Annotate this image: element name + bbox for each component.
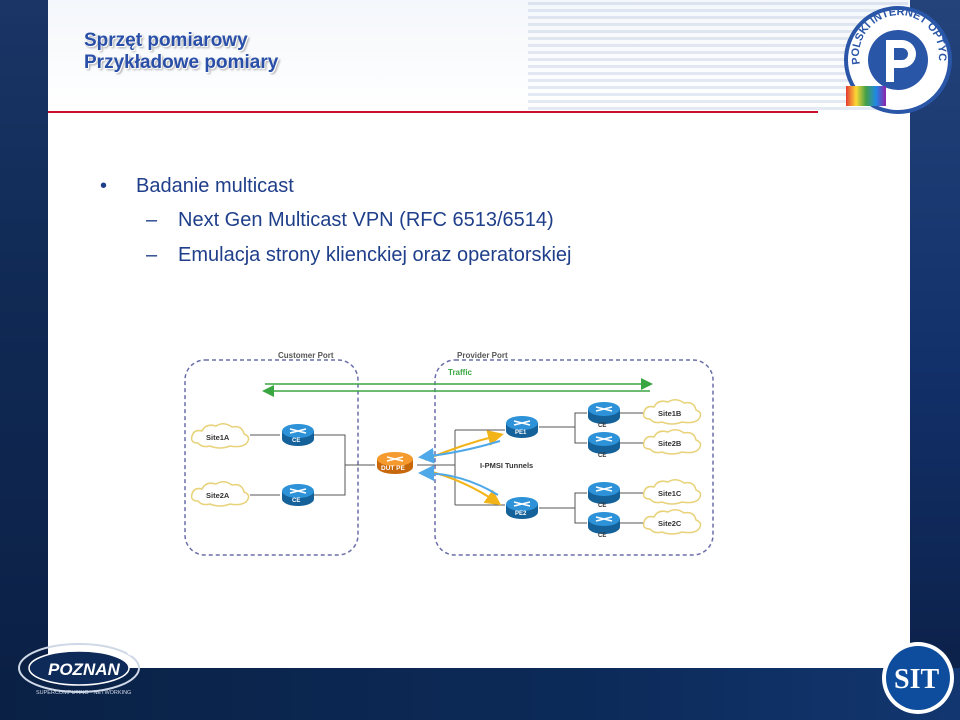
ce-label: CE [292, 498, 300, 504]
site2b-label: Site2B [658, 439, 682, 448]
dash-icon: – [146, 244, 158, 266]
pe2-label: PE2 [515, 511, 527, 517]
bullet-text: Badanie multicast [136, 175, 294, 197]
left-border-band [0, 0, 48, 720]
pe2-router: PE2 [505, 496, 539, 520]
poznan-logo-text: POZNAN [48, 660, 121, 679]
right-border-band [910, 0, 960, 720]
ce-label: CE [292, 438, 300, 444]
ce-label: CE [598, 533, 606, 539]
traffic-label: Traffic [448, 368, 473, 377]
tunnel-arrow-pe2-blue [418, 465, 499, 496]
bullet-dot-icon: • [100, 175, 108, 197]
ce-label: CE [598, 423, 606, 429]
poznan-logo: POZNAN SUPERCOMPUTING · NETWORKING [18, 643, 140, 696]
slide-canvas [48, 0, 910, 668]
connection-lines [250, 412, 652, 524]
sub-bullet-text: Emulacja strony klienckiej oraz operator… [178, 244, 572, 266]
site2a-cloud: Site2A [190, 480, 250, 507]
dash-icon: – [146, 209, 158, 231]
ce-label: CE [598, 453, 606, 459]
site2c-label: Site2C [658, 519, 682, 528]
ce-label: CE [598, 503, 606, 509]
pe1-router: PE1 [505, 415, 539, 439]
site1b-cloud: Site1B [642, 398, 702, 425]
site2a-label: Site2A [206, 491, 230, 500]
header-background [48, 0, 910, 112]
site1a-cloud: Site1A [190, 422, 250, 449]
slide-title: Sprzęt pomiarowy Przykładowe pomiary [84, 30, 278, 74]
site1c-label: Site1C [658, 489, 682, 498]
title-line-2: Przykładowe pomiary [84, 52, 279, 73]
footer-bar [0, 668, 960, 720]
sub-bullet-text: Next Gen Multicast VPN (RFC 6513/6514) [178, 209, 554, 231]
site2b-cloud: Site2B [642, 428, 702, 455]
ce-router-2a: CE [281, 483, 315, 507]
site1b-label: Site1B [658, 409, 682, 418]
provider-port-label: Provider Port [457, 351, 508, 360]
tunnel-label: I-PMSI Tunnels [480, 461, 533, 470]
dut-pe-router: DUT PE [376, 451, 414, 475]
ce-router-1b: CE [587, 401, 621, 429]
site2c-cloud: Site2C [642, 508, 702, 535]
tunnel-arrow-pe1-yellow [424, 430, 504, 461]
site1c-cloud: Site1C [642, 478, 702, 505]
ce-router-1c: CE [587, 481, 621, 509]
title-line-1: Sprzęt pomiarowy [84, 30, 248, 51]
poznan-logo-subtext: SUPERCOMPUTING · NETWORKING [36, 690, 131, 696]
site1a-label: Site1A [206, 433, 230, 442]
ce-router-1a: CE [281, 423, 315, 447]
tunnel-arrow-pe2-yellow [424, 469, 502, 506]
ce-router-2c: CE [587, 511, 621, 539]
customer-port-box [184, 359, 359, 556]
customer-port-label: Customer Port [278, 351, 334, 360]
header-divider [48, 111, 818, 113]
sit-logo: SIT [882, 642, 954, 714]
dut-label: DUT PE [381, 465, 406, 472]
provider-port-box [434, 359, 714, 556]
pe1-label: PE1 [515, 430, 527, 436]
pil-logo: POLSKI INTERNET OPTYCZNY [842, 4, 952, 114]
sit-logo-text: SIT [894, 664, 939, 695]
tunnel-arrow-pe1-blue [418, 440, 501, 464]
ce-router-2b: CE [587, 431, 621, 459]
network-diagram: Customer Port Provider Port Traffic I-PM… [184, 351, 714, 556]
